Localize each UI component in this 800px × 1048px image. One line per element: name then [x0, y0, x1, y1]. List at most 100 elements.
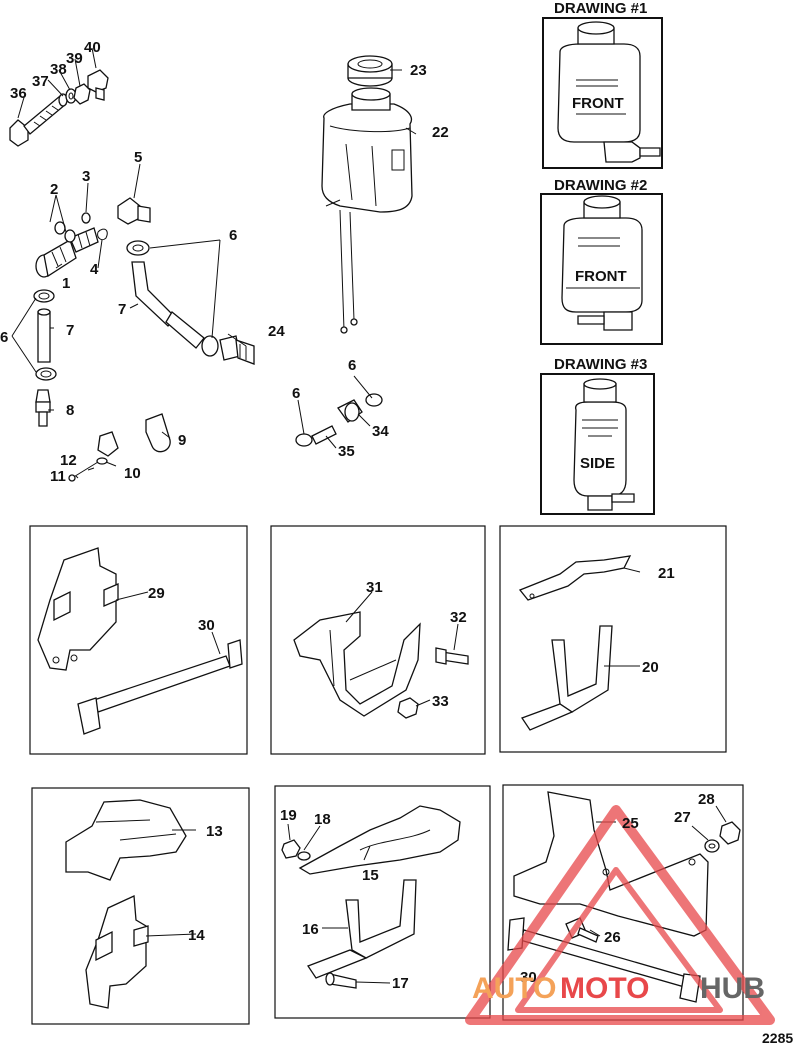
part-34-fitting [337, 399, 363, 423]
callout-32: 32 [450, 609, 467, 626]
callout-15: 15 [362, 867, 379, 884]
callout-3: 3 [82, 168, 90, 185]
callout-5: 5 [134, 149, 142, 166]
part-28-nut [719, 821, 741, 845]
callout-34: 34 [372, 423, 389, 440]
part-8-barb [35, 389, 51, 427]
callout-14: 14 [188, 927, 205, 944]
part-40-elbow [87, 69, 109, 101]
part-35-barb [311, 425, 337, 445]
callout-17: 17 [392, 975, 409, 992]
part-6-clamp-24 [201, 335, 219, 357]
drawing-1-bottle [557, 21, 661, 163]
part-5-elbow [117, 197, 151, 225]
callout-29: 29 [148, 585, 165, 602]
diagram-number: 2285 [762, 1030, 793, 1046]
part-22-reservoir [321, 87, 413, 334]
part-7-hose-left [37, 308, 51, 363]
part-3-oring [81, 212, 91, 224]
part-16-bracket [307, 879, 417, 979]
watermark-auto: AUTO [472, 972, 556, 1005]
drawing-1-label: FRONT [572, 95, 624, 112]
callout-2: 2 [50, 181, 58, 198]
part-19-nut [281, 839, 301, 859]
drawing-3-label: SIDE [580, 455, 615, 472]
part-30-strap-box1 [77, 639, 243, 735]
part-11-screw [68, 461, 99, 482]
part-20-bracket [521, 625, 613, 731]
drawing-1-title: DRAWING #1 [554, 0, 647, 17]
drawing-2-label: FRONT [575, 268, 627, 285]
part-23-cap [347, 55, 393, 87]
part-1-fitting [35, 227, 99, 278]
callout-35: 35 [338, 443, 355, 460]
callout-23: 23 [410, 62, 427, 79]
part-4-clip [97, 228, 108, 241]
callout-8: 8 [66, 402, 74, 419]
part-32-bolt [435, 647, 469, 665]
part-29-bracket [37, 547, 119, 671]
part-7-hose-center [131, 261, 205, 349]
drawing-2-title: DRAWING #2 [554, 177, 647, 194]
callout-31: 31 [366, 579, 383, 596]
part-6-clamp-34 [365, 393, 383, 407]
callout-6-35left: 6 [292, 385, 300, 402]
part-27-washer [704, 839, 720, 853]
callout-27: 27 [674, 809, 691, 826]
drawing-2-bottle [561, 195, 643, 331]
callout-26: 26 [604, 929, 621, 946]
part-15-bracket [298, 805, 461, 875]
part-36-bolt [9, 95, 67, 147]
drawing-3-bottle [573, 378, 635, 511]
watermark-hub: HUB [700, 972, 765, 1005]
watermark-logo [465, 805, 775, 1025]
callout-20: 20 [642, 659, 659, 676]
part-6-clamp-left-top [33, 289, 55, 303]
callout-21: 21 [658, 565, 675, 582]
callout-6-left: 6 [0, 329, 8, 346]
callout-10: 10 [124, 465, 141, 482]
callout-12: 12 [60, 452, 77, 469]
part-9-clip [145, 413, 171, 453]
part-6-clamp-center [126, 240, 150, 256]
callout-25: 25 [622, 815, 639, 832]
callout-30-box6: 30 [520, 969, 537, 986]
callout-19: 19 [280, 807, 297, 824]
part-6-clamp-35 [295, 433, 313, 447]
callout-7-center: 7 [118, 301, 126, 318]
part-6-clamp-left-bottom [35, 367, 57, 381]
part-33-nut [397, 697, 419, 719]
callout-36: 36 [10, 85, 27, 102]
callout-18: 18 [314, 811, 331, 828]
part-12-washer [96, 457, 108, 465]
callout-40: 40 [84, 39, 101, 56]
callout-6-35top: 6 [348, 357, 356, 374]
callout-28: 28 [698, 791, 715, 808]
callout-7-left: 7 [66, 322, 74, 339]
watermark-text: AUTO MOTO HUB [472, 972, 765, 1005]
callout-30-box1: 30 [198, 617, 215, 634]
drawing-3-title: DRAWING #3 [554, 356, 647, 373]
callout-6-top: 6 [229, 227, 237, 244]
callout-38: 38 [50, 61, 67, 78]
part-13-bracket [65, 799, 187, 881]
callout-9: 9 [178, 432, 186, 449]
callout-13: 13 [206, 823, 223, 840]
leader-lines [11, 47, 727, 984]
callout-33: 33 [432, 693, 449, 710]
callout-4: 4 [90, 261, 99, 278]
part-14-bracket [85, 895, 149, 1009]
watermark-moto: MOTO [560, 972, 649, 1005]
callout-labels: 36 37 38 39 40 3 5 2 4 1 6 7 6 7 24 8 9 … [0, 39, 715, 992]
part-39-nut [73, 83, 91, 105]
callout-1: 1 [62, 275, 70, 292]
part-17-pin [325, 972, 357, 989]
callout-22: 22 [432, 124, 449, 141]
part-24-fitting [219, 335, 255, 365]
callout-24: 24 [268, 323, 285, 340]
part-2-orings [54, 221, 76, 243]
callout-37: 37 [32, 73, 49, 90]
part-25-bracket [513, 791, 709, 937]
callout-16: 16 [302, 921, 319, 938]
